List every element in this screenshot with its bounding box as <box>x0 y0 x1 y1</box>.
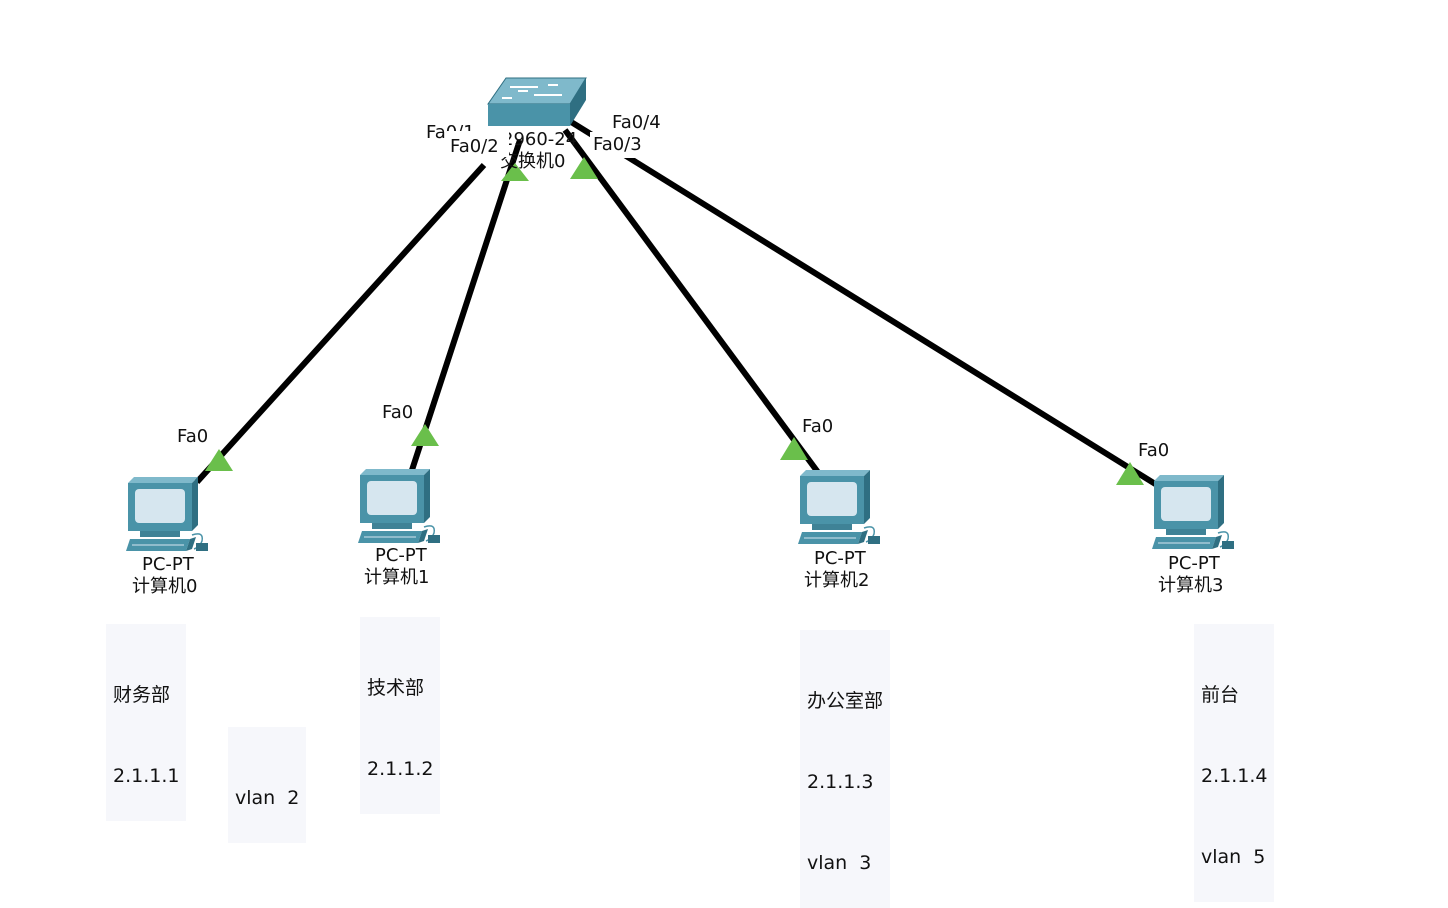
link-up-indicator <box>570 157 598 179</box>
link-up-indicator <box>205 449 233 471</box>
link-status-indicators <box>205 157 1144 485</box>
note-line: 技术部 <box>367 677 425 699</box>
pc0-name-label: 计算机0 <box>132 576 197 597</box>
note-line: 办公室部 <box>807 690 884 712</box>
note-tech[interactable]: 技术部 2.1.1.2 <box>360 617 441 814</box>
port-label-bg <box>447 131 509 157</box>
note-line: 2.1.1.3 <box>807 771 874 793</box>
pc0-icon[interactable] <box>125 476 209 552</box>
link-up-indicator <box>780 437 808 460</box>
note-line: 前台 <box>1201 684 1240 706</box>
note-office[interactable]: 办公室部 2.1.1.3 vlan 3 <box>800 630 891 908</box>
link-switch-pc1[interactable] <box>409 139 523 471</box>
port-label-fa0-4: Fa0/4 <box>612 112 661 133</box>
pc2-icon[interactable] <box>797 469 881 545</box>
pc3-port-label: Fa0 <box>1138 440 1169 461</box>
pc2-port-label: Fa0 <box>802 416 833 437</box>
links <box>194 117 1167 493</box>
switch-model-label: 2960-24 <box>502 129 577 150</box>
pc1-type-label: PC-PT <box>375 545 428 566</box>
note-line: 2.1.1.2 <box>367 758 434 780</box>
switch-name-label: 交换机0 <box>500 151 565 172</box>
pc1-icon[interactable] <box>357 468 441 544</box>
port-label-bg <box>590 132 652 158</box>
note-line: 财务部 <box>113 684 171 706</box>
note-reception[interactable]: 前台 2.1.1.4 vlan 5 <box>1194 624 1275 902</box>
note-line: vlan 5 <box>1201 846 1266 868</box>
link-up-indicator <box>1116 462 1144 485</box>
note-line: 2.1.1.1 <box>113 765 180 787</box>
pc0-port-label: Fa0 <box>177 426 208 447</box>
pc1-name-label: 计算机1 <box>364 567 429 588</box>
pc3-icon[interactable] <box>1151 474 1235 550</box>
note-finance[interactable]: 财务部 2.1.1.1 <box>106 624 187 821</box>
pc2-name-label: 计算机2 <box>804 570 869 591</box>
note-line: 2.1.1.4 <box>1201 765 1268 787</box>
note-line: vlan 3 <box>807 852 872 874</box>
pc3-type-label: PC-PT <box>1168 553 1221 574</box>
link-switch-pc2[interactable] <box>562 128 823 477</box>
pc2-type-label: PC-PT <box>814 548 867 569</box>
link-switch-pc3[interactable] <box>566 117 1167 493</box>
link-up-indicator <box>411 424 439 446</box>
network-topology: 2960-24 交换机0 Fa0/1 Fa0/2 Fa0/3 Fa0/4 Fa0… <box>125 77 1235 597</box>
link-switch-pc0[interactable] <box>194 162 487 485</box>
switch-icon[interactable] <box>487 77 587 126</box>
port-label-fa0-2: Fa0/2 <box>450 136 499 157</box>
note-vlan2[interactable]: vlan 2 <box>228 727 307 843</box>
pc1-port-label: Fa0 <box>382 402 413 423</box>
note-line: vlan 2 <box>235 787 300 809</box>
port-label-fa0-3: Fa0/3 <box>593 134 642 155</box>
link-up-indicator <box>501 163 529 181</box>
pc3-name-label: 计算机3 <box>1158 575 1223 596</box>
pc0-type-label: PC-PT <box>142 554 195 575</box>
